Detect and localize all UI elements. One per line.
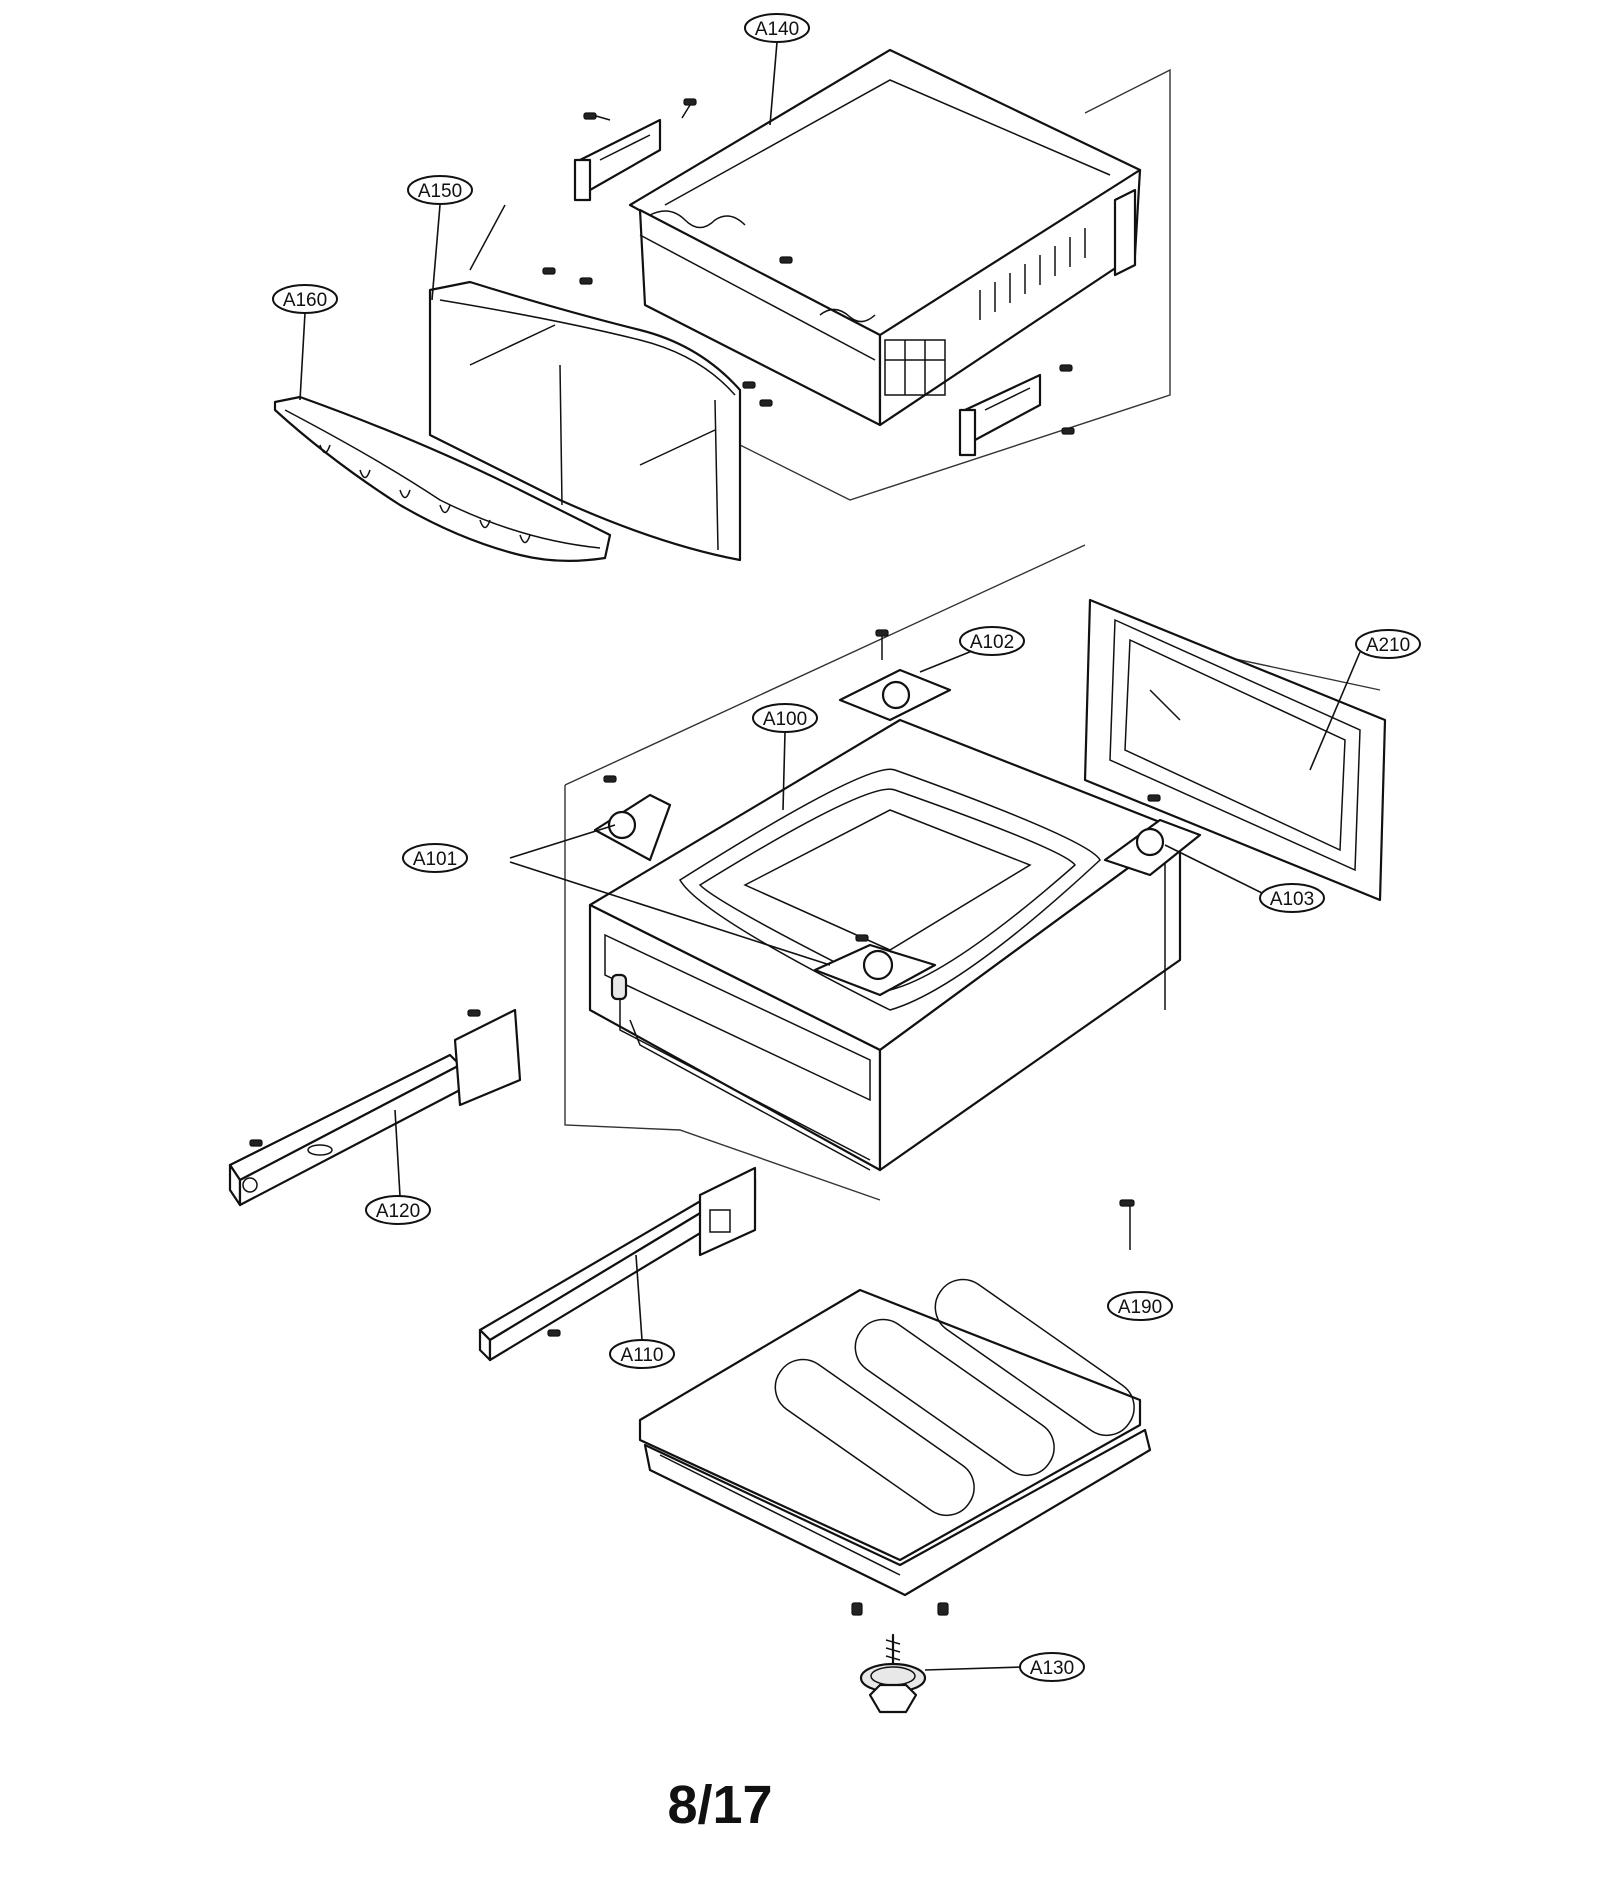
callout-a190: A190 <box>1107 1291 1173 1321</box>
case-bracket-a103 <box>1103 794 1202 877</box>
callout-a103: A103 <box>1259 883 1325 913</box>
duct-cover-part <box>1083 598 1387 902</box>
callout-a101: A101 <box>402 843 468 873</box>
drawer-rail-bracket-left <box>573 118 662 202</box>
leveling-foot-part <box>859 1633 927 1714</box>
callout-a210: A210 <box>1355 629 1421 659</box>
callout-a120: A120 <box>365 1195 431 1225</box>
drawer-rail-bracket-right <box>958 373 1042 457</box>
svg-text:A103: A103 <box>1270 889 1314 910</box>
base-plate-part <box>638 1278 1152 1616</box>
slide-rail-right-part <box>478 1166 757 1362</box>
callout-a130: A130 <box>1019 1652 1085 1682</box>
callouts: A140 A150 A160 A102 A210 A100 A101 A103 <box>272 13 1421 1682</box>
callout-a160: A160 <box>272 284 338 314</box>
screw-a190 <box>1119 1199 1135 1250</box>
case-bracket-a102 <box>838 629 952 722</box>
drawer-front-panel-part <box>428 204 742 562</box>
svg-text:A150: A150 <box>418 181 462 202</box>
svg-text:A101: A101 <box>413 849 457 870</box>
drawer-bin-part <box>628 48 1142 427</box>
callout-a110: A110 <box>609 1339 675 1369</box>
svg-text:A110: A110 <box>621 1345 664 1366</box>
svg-text:A210: A210 <box>1366 635 1410 656</box>
svg-text:A100: A100 <box>763 709 807 730</box>
page-number: 8/17 <box>667 1775 773 1835</box>
callout-a140: A140 <box>744 13 810 43</box>
case-bracket-a101-front <box>813 934 937 997</box>
svg-text:A160: A160 <box>283 290 327 311</box>
callout-a100: A100 <box>752 703 818 733</box>
svg-text:A190: A190 <box>1118 1297 1162 1318</box>
svg-text:A120: A120 <box>376 1201 420 1222</box>
callout-a150: A150 <box>407 175 473 205</box>
slide-rail-left-part <box>228 1008 522 1207</box>
main-case-part <box>588 718 1182 1172</box>
drawer-handle-cover-part <box>273 395 612 562</box>
svg-text:A130: A130 <box>1030 1658 1074 1679</box>
svg-text:A102: A102 <box>970 632 1014 653</box>
case-bracket-a101-left <box>593 775 672 862</box>
screws-upper <box>542 98 1075 435</box>
svg-text:A140: A140 <box>755 19 799 40</box>
callout-a102: A102 <box>959 626 1025 656</box>
upper-assembly-frame <box>679 68 1171 501</box>
